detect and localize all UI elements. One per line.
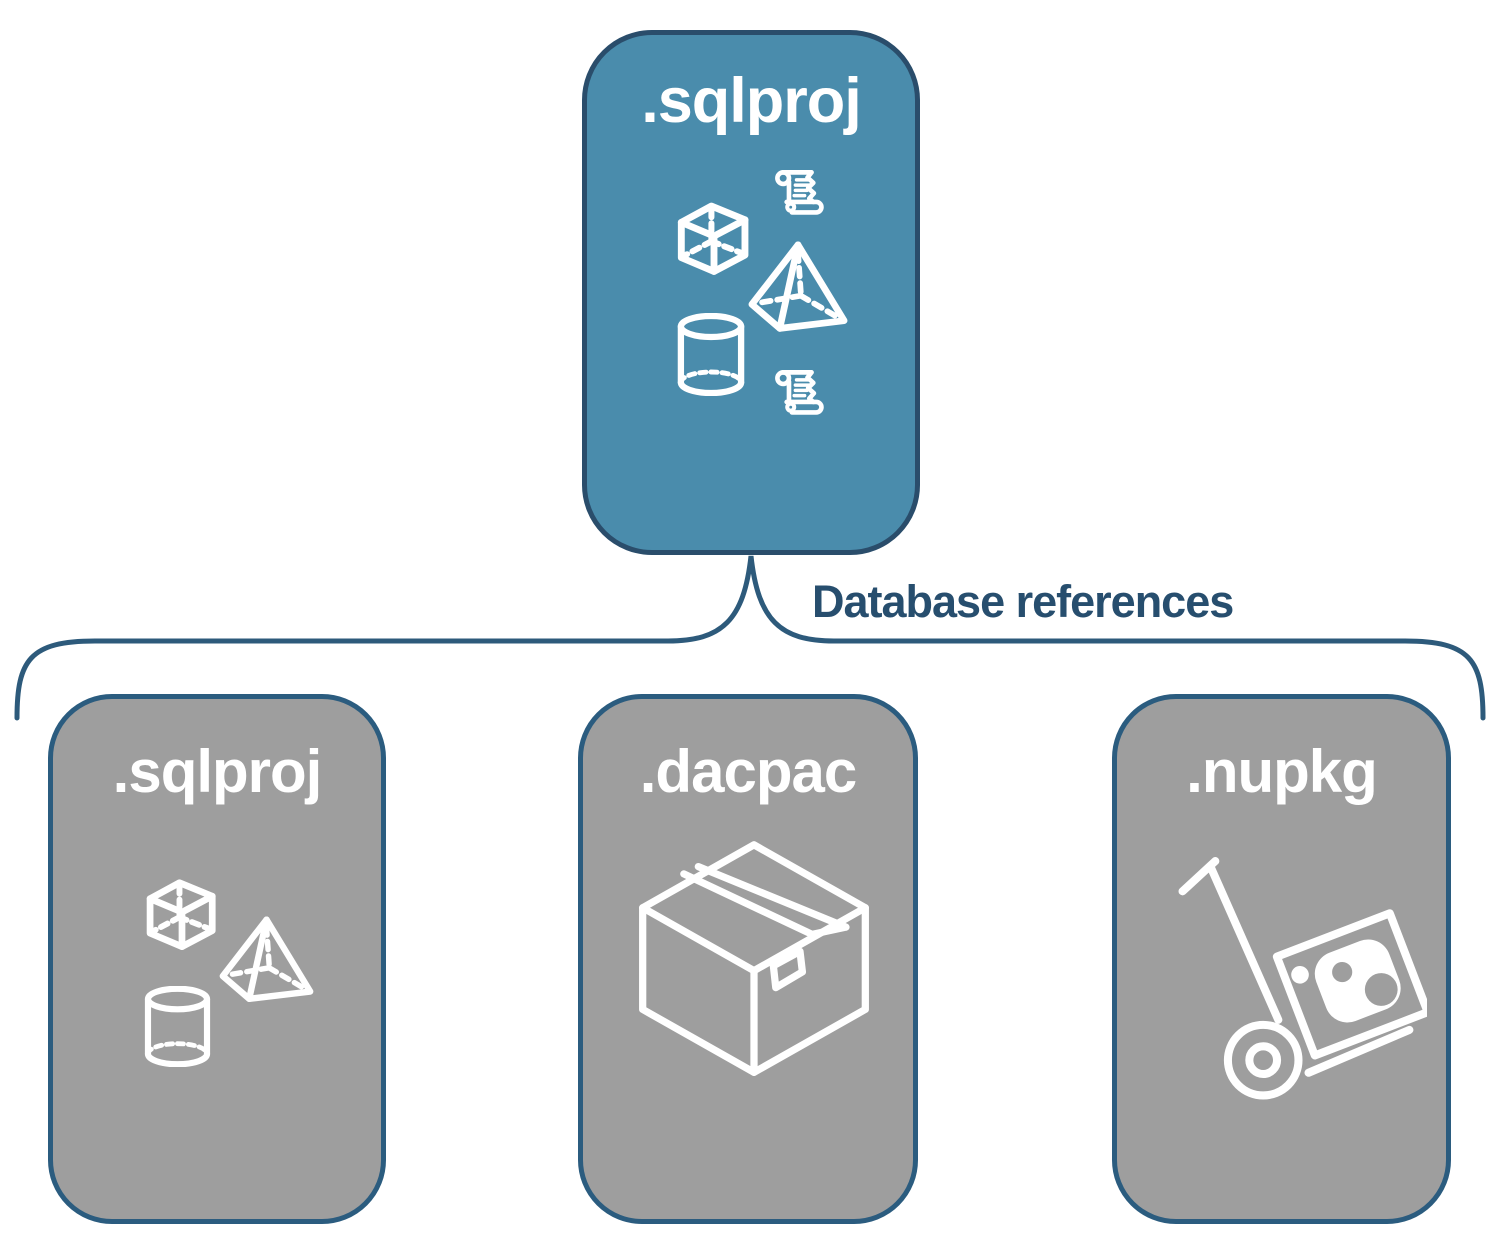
connector-label: Database references — [812, 576, 1234, 627]
child-node-nupkg: .nupkg — [1112, 694, 1451, 1224]
scroll-icon — [771, 165, 829, 225]
child-node-label: .sqlproj — [112, 738, 323, 805]
root-node-card: .sqlproj — [582, 30, 920, 555]
pyramid-icon — [747, 241, 849, 337]
nuget-logo — [1272, 909, 1427, 1060]
child-node-sqlproj: .sqlproj — [48, 694, 386, 1224]
scroll-icon — [771, 365, 829, 425]
package-box-icon — [633, 835, 875, 1087]
child-node-label: .nupkg — [1186, 738, 1378, 805]
cube-icon — [140, 870, 224, 956]
cylinder-icon — [676, 313, 746, 396]
child-node-dacpac: .dacpac — [578, 694, 918, 1224]
hand-truck-icon — [1175, 851, 1427, 1103]
pyramid-icon — [218, 916, 315, 1007]
child-node-label: .dacpac — [639, 738, 857, 805]
cube-icon — [671, 193, 757, 281]
cylinder-icon — [143, 986, 212, 1067]
brace-connector — [14, 555, 1486, 721]
root-node-label: .sqlproj — [641, 66, 862, 136]
